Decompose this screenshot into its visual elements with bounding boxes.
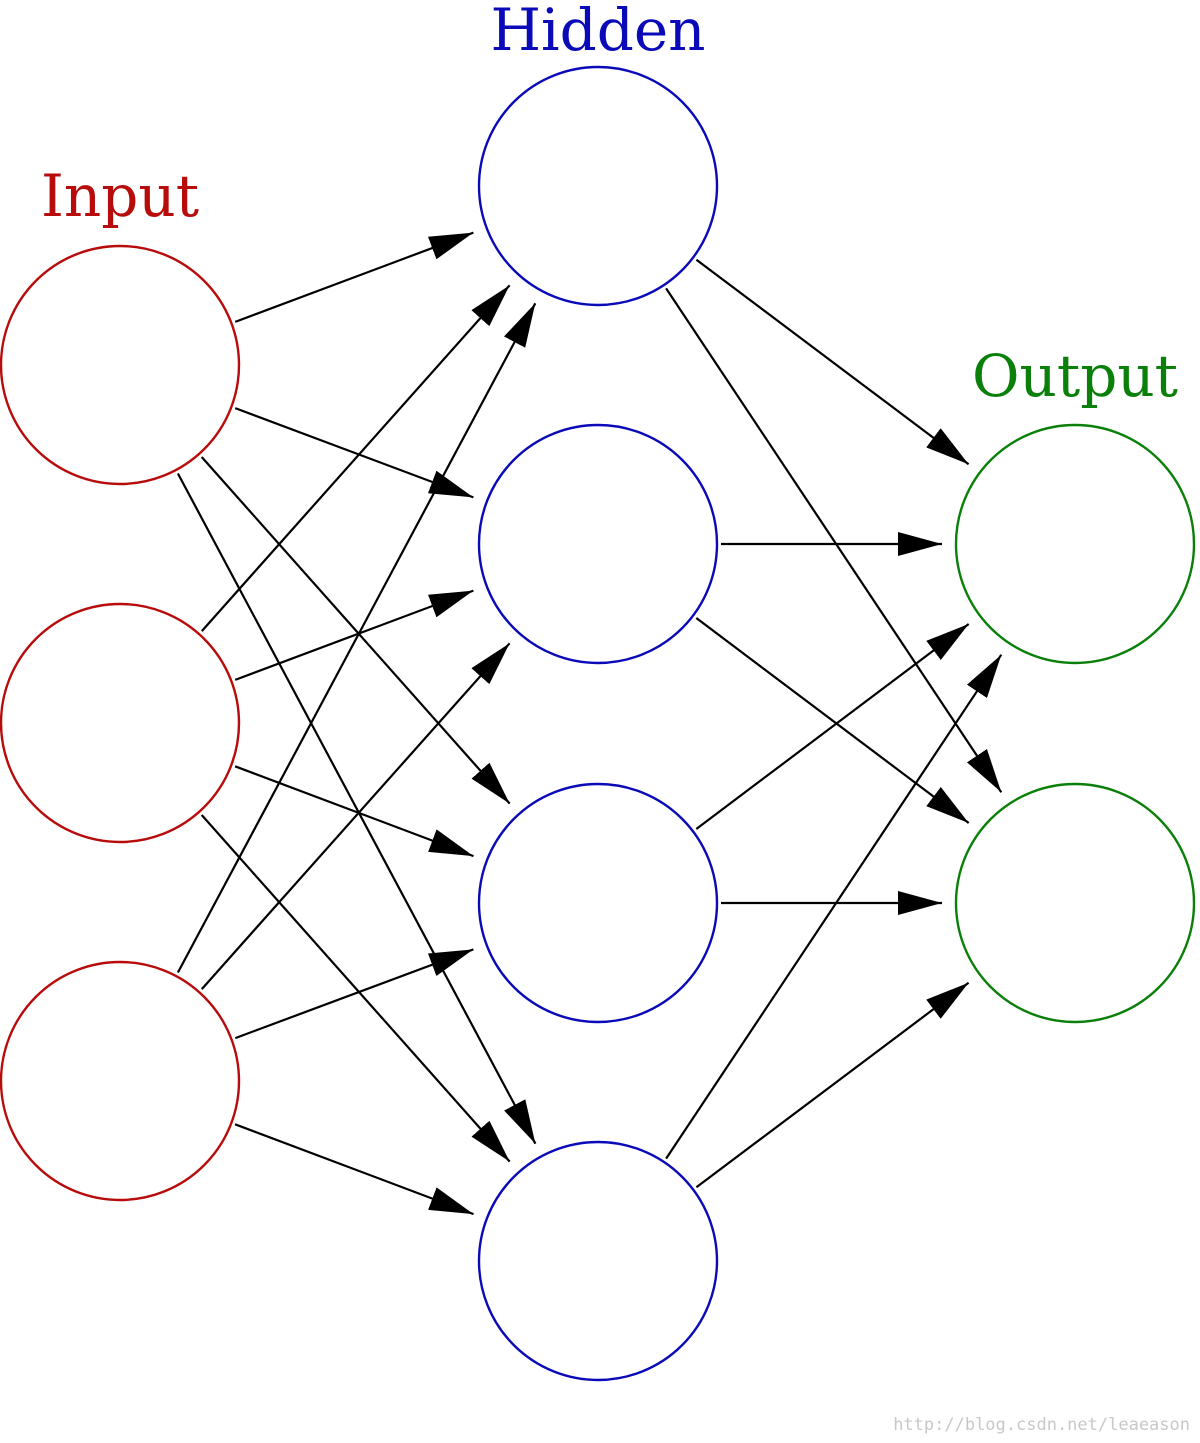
input-node-2 (0, 602, 241, 844)
output-layer-label: Output (972, 342, 1178, 410)
edge-input-2-to-hidden-2 (234, 589, 474, 681)
edge-input-1-to-hidden-4 (176, 472, 537, 1145)
hidden-node-3 (477, 782, 719, 1024)
edge-hidden-1-to-output-1 (695, 258, 970, 466)
edge-hidden-4-to-output-2 (695, 981, 970, 1189)
hidden-layer-label: Hidden (490, 0, 705, 64)
hidden-node-2 (477, 423, 719, 665)
nodes-group (0, 65, 1196, 1382)
hidden-node-4 (477, 1140, 719, 1382)
edge-input-3-to-hidden-1 (176, 302, 537, 974)
edge-hidden-3-to-output-1 (695, 623, 970, 830)
connections-group (176, 231, 1003, 1216)
edge-input-2-to-hidden-4 (200, 814, 511, 1163)
input-node-3 (0, 960, 241, 1202)
edge-input-3-to-hidden-2 (200, 642, 511, 990)
edge-input-3-to-hidden-4 (234, 1123, 474, 1216)
watermark-text: http://blog.csdn.net/leaeason (893, 1415, 1190, 1435)
edge-input-2-to-hidden-3 (234, 765, 474, 858)
edge-input-1-to-hidden-3 (200, 456, 511, 805)
edge-hidden-4-to-output-1 (665, 654, 1003, 1160)
edge-hidden-1-to-output-2 (665, 287, 1003, 793)
edge-input-3-to-hidden-3 (234, 948, 474, 1040)
output-node-2 (954, 782, 1196, 1024)
input-layer-label: Input (41, 162, 199, 230)
hidden-node-1 (477, 65, 719, 307)
edge-input-2-to-hidden-1 (200, 284, 511, 632)
edge-input-1-to-hidden-2 (234, 407, 474, 499)
edge-input-1-to-hidden-1 (234, 231, 474, 323)
output-node-1 (954, 423, 1196, 665)
input-node-1 (0, 244, 241, 486)
edge-hidden-2-to-output-2 (695, 617, 970, 824)
